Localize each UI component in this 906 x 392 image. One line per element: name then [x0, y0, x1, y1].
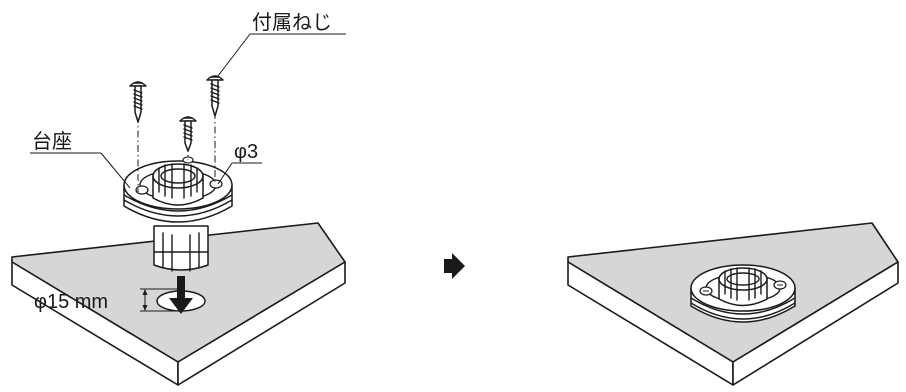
installed-screw-right [773, 280, 787, 290]
screw-hole-label: φ3 [234, 141, 258, 163]
base-callout: 台座 [30, 130, 131, 189]
left-panel-before: φ15 mm [11, 11, 346, 386]
screw-left [129, 81, 147, 123]
insert-arrow-icon [169, 276, 193, 314]
installed-base [690, 264, 796, 323]
next-step-arrow-icon [444, 253, 465, 279]
base-label: 台座 [32, 130, 72, 153]
screw-hole-left [135, 185, 149, 195]
screws-label: 付属ねじ [252, 11, 332, 34]
right-panel-after [567, 222, 899, 386]
installed-screw-left [699, 286, 713, 296]
hole-diameter-label: φ15 mm [34, 291, 108, 313]
screw-hole-callout: φ3 [217, 141, 262, 185]
screws-callout: 付属ねじ [217, 11, 346, 77]
hole-diameter-dimension: φ15 mm [34, 288, 180, 313]
base-stem [153, 225, 209, 272]
screw-center [179, 116, 197, 152]
screw-right [206, 75, 224, 117]
base-flange [123, 156, 233, 223]
